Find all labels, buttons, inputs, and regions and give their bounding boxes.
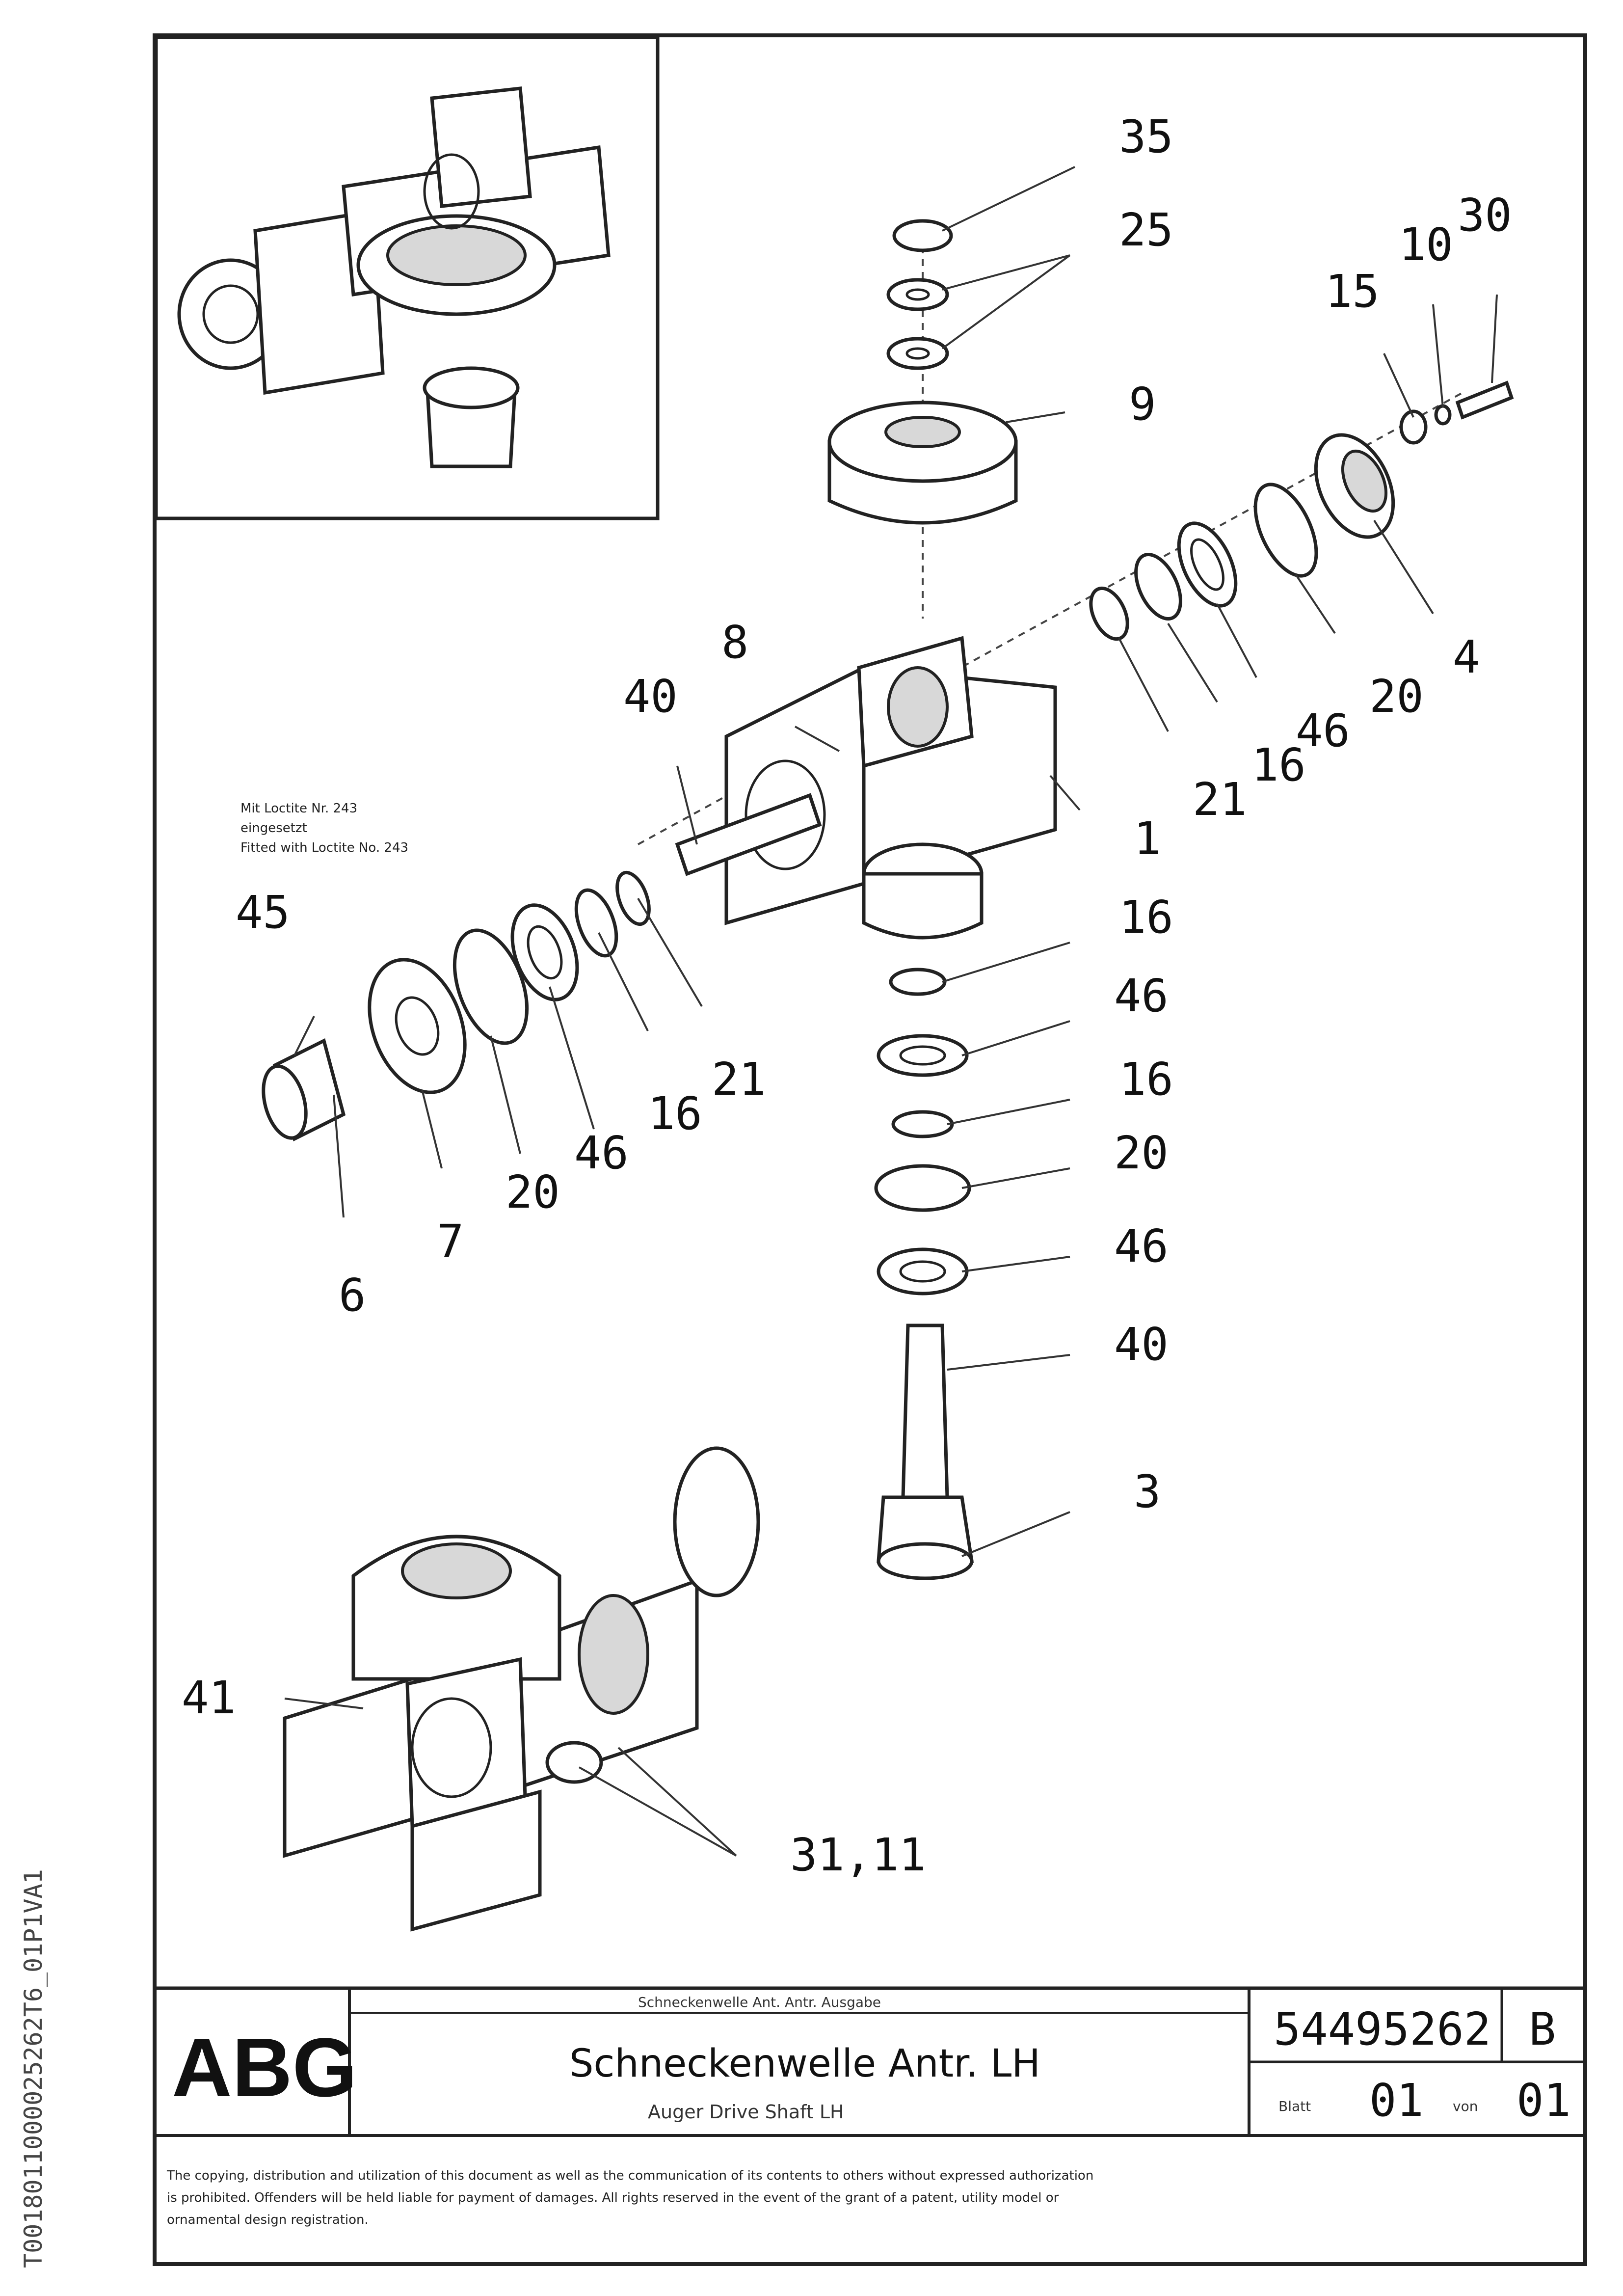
callout-31-11: 31,11	[790, 1829, 926, 1881]
loctite-note: Mit Loctite Nr. 243 eingesetzt Fitted wi…	[240, 801, 408, 855]
title-block: ABG Schneckenwelle Ant. Antr. Ausgabe Sc…	[155, 1986, 1585, 2227]
callout-9: 9	[1129, 378, 1156, 431]
callout-46: 46	[1296, 704, 1350, 757]
note-line-3: Fitted with Loctite No. 243	[240, 840, 408, 855]
bevel-gear-9	[827, 401, 1018, 525]
disclaimer-line-2: is prohibited. Offenders will be held li…	[167, 2190, 1059, 2205]
callout-8: 8	[721, 616, 748, 669]
abg-logo: ABG	[172, 2021, 357, 2114]
sheet-number: 01	[1369, 2074, 1424, 2127]
output-shaft-3	[877, 1324, 974, 1580]
callout-16: 16	[1119, 1053, 1173, 1106]
disclaimer-line-1: The copying, distribution and utilizatio…	[166, 2168, 1093, 2183]
callout-46: 46	[1114, 970, 1169, 1022]
callout-20: 20	[1114, 1127, 1169, 1179]
callout-15: 15	[1325, 265, 1380, 318]
drawing-number: 54495262	[1274, 2003, 1491, 2055]
callout-20: 20	[1369, 670, 1424, 723]
washer-stack-top	[886, 219, 953, 370]
callout-3: 3	[1134, 1465, 1161, 1518]
callout-labels: 35 25 30 10 15 9 8 40 4 20 46 16 21 1 45…	[182, 110, 1512, 1881]
callout-46: 46	[1114, 1220, 1169, 1272]
right-bearing-set	[1089, 380, 1514, 641]
side-code: T0018011000025262T6_01P1VA1	[19, 1869, 48, 2268]
callout-7: 7	[437, 1215, 464, 1268]
gear-housing-1	[724, 636, 1057, 940]
callout-45: 45	[236, 886, 290, 939]
bottom-assembly-view	[283, 1446, 760, 1932]
left-bearing-set	[262, 870, 651, 1142]
callout-4: 4	[1453, 631, 1480, 683]
callout-30: 30	[1458, 189, 1512, 242]
callout-1: 1	[1134, 812, 1161, 865]
sheet-total: 01	[1517, 2074, 1571, 2127]
revision-letter: B	[1529, 2003, 1556, 2055]
callout-16: 16	[648, 1087, 702, 1140]
callout-16: 16	[1251, 739, 1306, 791]
callout-21: 21	[712, 1053, 766, 1106]
title-top-note: Schneckenwelle Ant. Antr. Ausgabe	[638, 1994, 881, 2010]
callout-10: 10	[1399, 218, 1453, 271]
note-line-2: eingesetzt	[240, 821, 307, 836]
disclaimer-line-3: ornamental design registration.	[167, 2213, 369, 2227]
callout-40: 40	[623, 670, 678, 723]
callout-35: 35	[1119, 110, 1173, 163]
title-english: Auger Drive Shaft LH	[648, 2101, 844, 2123]
note-line-1: Mit Loctite Nr. 243	[240, 801, 357, 816]
callout-40: 40	[1114, 1318, 1169, 1371]
of-label: von	[1453, 2098, 1478, 2114]
callout-25: 25	[1119, 204, 1173, 256]
callout-21: 21	[1193, 773, 1247, 826]
drawing-border	[153, 33, 1587, 2266]
leader-lines	[284, 166, 1498, 1857]
inset-assembly-view	[154, 35, 660, 520]
callout-46: 46	[574, 1127, 629, 1179]
title-german: Schneckenwelle Antr. LH	[569, 2042, 1040, 2086]
sheet-label: Blatt	[1278, 2098, 1311, 2114]
callout-41: 41	[182, 1672, 236, 1724]
lower-bearing-stack	[874, 968, 971, 1296]
callout-20: 20	[506, 1166, 560, 1218]
callout-6: 6	[339, 1269, 366, 1322]
callout-16: 16	[1119, 891, 1173, 944]
drive-shaft-40	[675, 793, 822, 876]
